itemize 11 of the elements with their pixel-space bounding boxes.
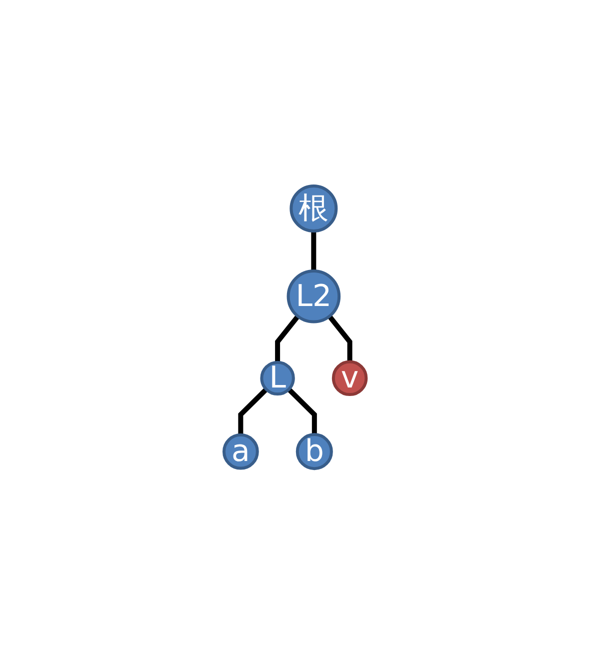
connector [274,314,300,362]
connector [327,314,352,362]
node-circle: 根 [290,184,338,232]
connector [287,388,317,434]
connector [311,230,316,271]
node-circle: L2 [286,269,340,324]
node-circle: a [222,433,259,470]
node-circle: v [332,360,368,396]
node-circle: L [260,360,295,396]
node-circle: b [296,433,333,470]
connector [238,388,268,435]
